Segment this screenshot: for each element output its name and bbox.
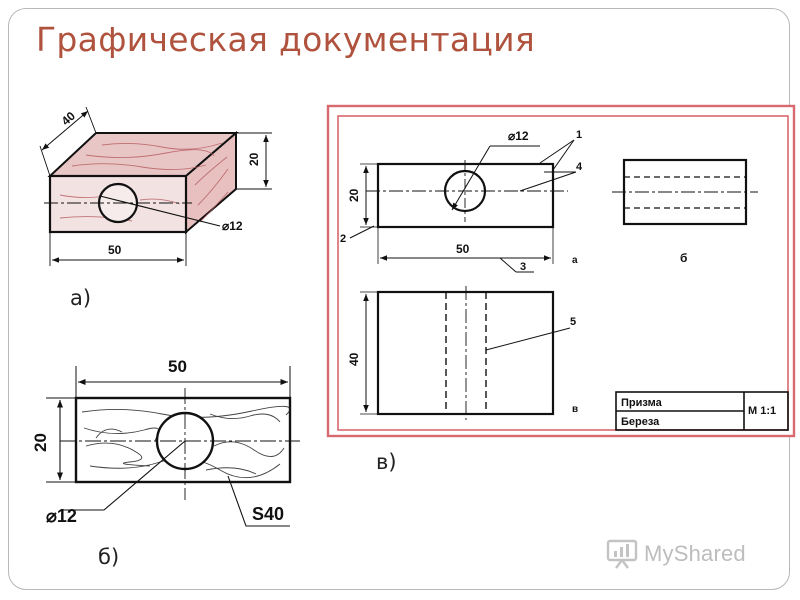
figure-b-dim-width: 50 bbox=[168, 357, 187, 376]
figure-b-dim-height: 20 bbox=[31, 433, 50, 452]
figure-a-hole-label: ⌀12 bbox=[222, 219, 243, 233]
sheet-frame bbox=[337, 115, 789, 431]
view-label-b: б bbox=[680, 251, 687, 265]
figure-a-dim-height: 20 bbox=[247, 152, 261, 166]
figure-v-drawing-sheet bbox=[326, 104, 796, 438]
figure-b-front-view bbox=[46, 366, 300, 527]
title-block-name: Призма bbox=[621, 397, 663, 409]
figure-b-thickness-label: S40 bbox=[252, 504, 284, 524]
title-block-material: Береза bbox=[621, 416, 660, 428]
callout-4: 4 bbox=[576, 161, 583, 173]
view-top-rect bbox=[376, 290, 555, 416]
figure-a-isometric-drawing bbox=[39, 106, 272, 266]
view-label-v: в bbox=[572, 404, 578, 415]
view-label-a: а bbox=[572, 255, 578, 266]
title-block bbox=[615, 391, 789, 431]
title-block-scale: М 1:1 bbox=[748, 405, 776, 417]
figure-v-dim-depth: 40 bbox=[347, 352, 361, 366]
callout-3: 3 bbox=[520, 261, 526, 273]
presentation-screen-icon bbox=[606, 539, 638, 569]
watermark: MyShared bbox=[606, 536, 746, 572]
figure-a-dim-depth: 40 bbox=[59, 109, 79, 129]
watermark-brand: MyShared bbox=[644, 541, 746, 566]
callout-1: 1 bbox=[576, 129, 582, 141]
figure-v-caption: в) bbox=[376, 450, 397, 474]
figure-b-hole-label: ⌀12 bbox=[46, 506, 77, 526]
figure-v-dim-width: 50 bbox=[456, 242, 470, 256]
callout-5: 5 bbox=[570, 316, 576, 328]
sheet-outer bbox=[326, 104, 796, 438]
figure-b-caption: б) bbox=[98, 545, 120, 569]
figure-v-hole-label: ⌀12 bbox=[508, 129, 529, 143]
figure-a-dim-width: 50 bbox=[108, 243, 122, 257]
callout-2: 2 bbox=[340, 233, 346, 245]
figure-v-dim-height: 20 bbox=[347, 188, 361, 202]
slide-title: Графическая документация bbox=[36, 20, 536, 59]
view-front-rect bbox=[376, 162, 555, 229]
figure-a-caption: а) bbox=[70, 286, 92, 310]
